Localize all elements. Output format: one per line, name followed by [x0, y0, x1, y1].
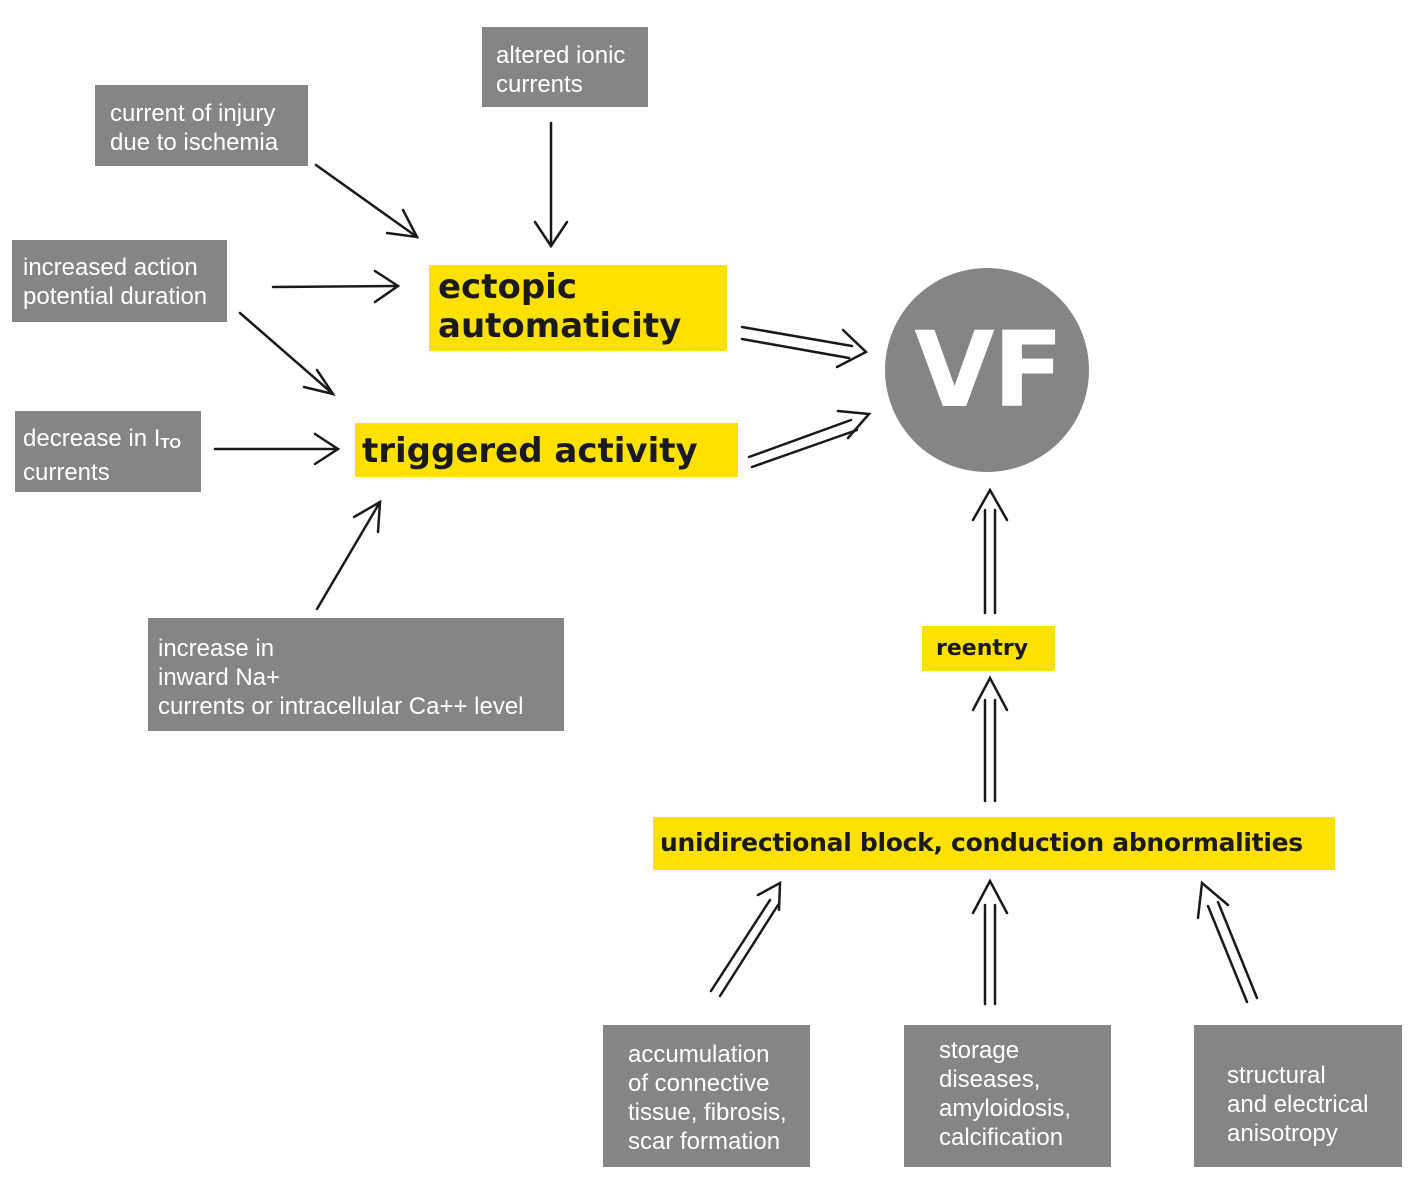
cause-text-line: due to ischemia	[110, 129, 279, 156]
ito-subscript: TO	[160, 435, 181, 452]
arrow-apd-to-triggered	[238, 311, 336, 396]
cause-text-line: inward Na+	[158, 664, 281, 691]
double-arrow-storage-to-block	[971, 878, 1009, 1006]
outcome-vf-circle: VF	[885, 268, 1089, 472]
cause-text-line: currents	[23, 459, 110, 486]
cause-text-line: of connective	[628, 1070, 770, 1097]
cause-text-line: accumulation	[628, 1041, 770, 1068]
double-arrow-anisotropy-to-block	[1196, 880, 1259, 1004]
cause-text-line: calcification	[939, 1124, 1064, 1151]
cause-text-line: increase in	[158, 635, 275, 662]
mechanism-reentry: reentry	[922, 626, 1055, 671]
cause-decrease-ito: decrease in ITO currents	[15, 411, 201, 492]
cause-storage-diseases: storage diseases, amyloidosis, calcifica…	[904, 1025, 1111, 1167]
cause-accumulation: accumulation of connective tissue, fibro…	[603, 1025, 810, 1167]
cause-current-of-injury: current of injury due to ischemia	[95, 85, 308, 166]
double-arrow-triggered-to-vf	[747, 409, 872, 469]
cause-altered-ionic-currents: altered ionic currents	[482, 27, 648, 107]
cause-text-line: decrease in ITO	[23, 424, 201, 458]
cause-text-line: and electrical	[1227, 1091, 1369, 1118]
double-arrow-accumulation-to-block	[709, 880, 782, 998]
cause-text-line: structural	[1227, 1062, 1326, 1089]
arrow-inward-to-triggered	[315, 499, 382, 611]
cause-increase-inward: increase in inward Na+ currents or intra…	[148, 618, 564, 731]
arrow-apd-to-ectopic	[271, 269, 401, 304]
mechanism-ectopic-automaticity: ectopic automaticity	[429, 265, 727, 351]
double-arrow-reentry-to-vf	[971, 487, 1009, 615]
cause-text-line: anisotropy	[1227, 1120, 1338, 1147]
arrow-ionic-to-ectopic	[533, 121, 569, 249]
mechanism-text-line: automaticity	[438, 306, 682, 346]
outcome-vf-label: VF	[914, 309, 1064, 431]
cause-increased-apd: increased action potential duration	[12, 240, 227, 322]
arrow-injury-to-ectopic	[314, 163, 420, 239]
cause-text-line: current of injury	[110, 100, 276, 127]
cause-text-line: altered ionic	[496, 42, 626, 69]
cause-text-line: scar formation	[628, 1128, 781, 1155]
cause-text-line: storage	[939, 1037, 1020, 1064]
ito-prefix: decrease in I	[23, 425, 161, 452]
mechanism-text-line: ectopic	[438, 267, 577, 307]
cause-text-line: increased action	[23, 254, 198, 281]
mechanism-unidirectional-block: unidirectional block, conduction abnorma…	[653, 817, 1335, 870]
cause-text-line: currents or intracellular Ca++ level	[158, 693, 524, 720]
cause-anisotropy: structural and electrical anisotropy	[1194, 1025, 1402, 1167]
double-arrow-ectopic-to-vf	[740, 325, 869, 369]
cause-text-line: potential duration	[23, 283, 208, 310]
arrow-ito-to-triggered	[213, 432, 341, 466]
cause-text-line: tissue, fibrosis,	[628, 1099, 787, 1126]
cause-text-line: diseases,	[939, 1066, 1041, 1093]
mechanism-triggered-activity: triggered activity	[355, 423, 738, 477]
cause-text-line: currents	[496, 71, 583, 98]
double-arrow-block-to-reentry	[971, 675, 1009, 803]
cause-text-line: amyloidosis,	[939, 1095, 1072, 1122]
